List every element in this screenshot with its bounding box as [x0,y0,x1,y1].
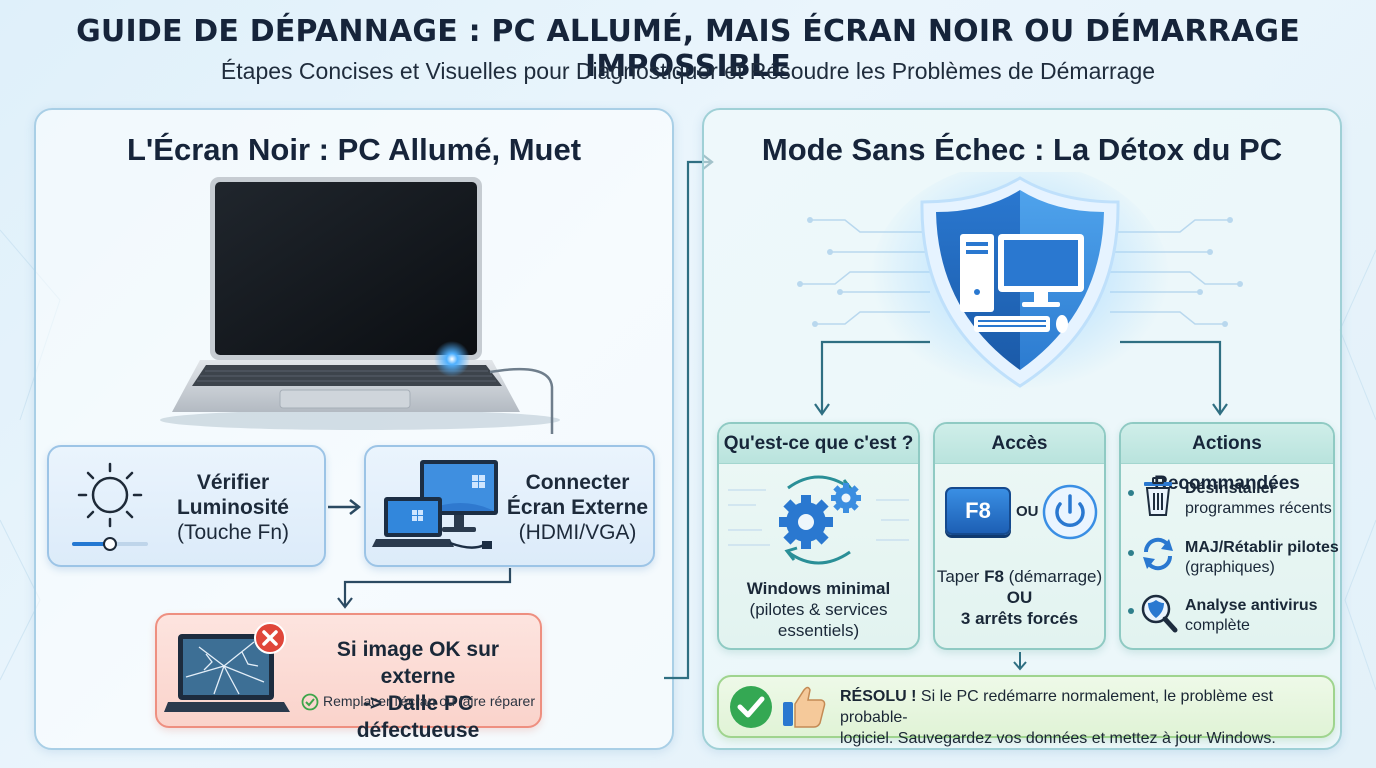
action-item-3-bold: Analyse antivirus [1185,597,1318,614]
check-brightness-card [47,445,326,567]
access-line1: Taper F8 (démarrage) [935,566,1104,587]
check-brightness-text: Vérifier Luminosité (Touche Fn) [158,470,308,545]
recommended-actions-header: Actions Recommandées [1121,424,1333,494]
resolved-bold: RÉSOLU ! [840,688,917,705]
laptop-monitor-icon [372,460,498,549]
action-item-2-bold: MAJ/Rétablir pilotes [1185,539,1339,556]
f8-key: F8 [945,487,1011,535]
connector-arrow [337,568,512,609]
what-is-it-text: Windows minimal (pilotes & services esse… [719,578,918,641]
refresh-icon [1143,537,1173,571]
branch-arrows [814,340,1228,416]
gears-icon [728,475,909,565]
laptop-icon [160,177,560,434]
access-line2: OU [1006,588,1033,607]
check-brightness-line2: Luminosité [176,496,289,519]
page-subtitle: Étapes Concises et Visuelles pour Diagno… [220,58,1156,84]
defective-screen-text: Si image OK sur externe -> Dalle PC défe… [300,636,536,744]
defective-screen-line2: -> Dalle PC défectueuse [356,692,480,742]
access-header: Accès [935,424,1104,464]
action-item-1-bold: Désinstaller [1185,480,1276,497]
action-item-1: Désinstaller programmes récents [1185,479,1332,519]
bullet-icon [1128,608,1134,614]
shield-computer-icon [797,172,1243,402]
access-line1-key: F8 [984,567,1004,586]
access-text: Taper F8 (démarrage) OU 3 arrêts forcés [935,566,1104,629]
connect-external-line1: Connecter [525,471,630,494]
magnifier-shield-icon [1141,594,1178,633]
access-or-label: OU [1016,503,1039,520]
arrow-right-icon [328,499,362,515]
access-line3: 3 arrêts forcés [960,609,1079,628]
resolved-line1: RÉSOLU ! Si le PC redémarre normalement,… [840,686,1335,728]
arrow-down-icon [1013,652,1027,671]
connect-external-line3: (HDMI/VGA) [518,521,637,544]
resolved-line2: logiciel. Sauvegardez vos données et met… [840,730,1276,747]
check-icon [730,686,772,728]
bullet-icon [1128,490,1134,496]
thumbs-up-icon [783,686,826,728]
safe-mode-title: Mode Sans Échec : La Détox du PC [761,132,1283,167]
action-item-2: MAJ/Rétablir pilotes (graphiques) [1185,538,1339,578]
power-icon [1042,484,1098,540]
trash-icon [1144,477,1172,516]
connect-external-line2: Écran Externe [506,496,649,519]
action-item-3-text: complète [1185,617,1250,634]
access-line1-prefix: Taper [936,567,985,586]
bullet-icon [1128,550,1134,556]
what-is-it-header: Qu'est-ce que c'est ? [719,424,918,464]
what-is-it-line2: essentiels) [777,621,860,640]
check-brightness-line1: Vérifier [196,471,270,494]
what-is-it-bold: Windows minimal [746,579,891,598]
broken-screen-icon [164,622,290,712]
what-is-it-line1: (pilotes & services [749,600,888,619]
resolved-line1-text: Si le PC redémarre normalement, le probl… [840,688,1274,726]
defective-screen-line1: Si image OK sur externe [336,638,500,688]
repair-note: Remplacer l'écran ou faire réparer [323,693,535,709]
sun-brightness-icon [72,462,148,551]
action-item-2-text: (graphiques) [1185,559,1275,576]
black-screen-title: L'Écran Noir : PC Allumé, Muet [126,132,582,167]
connect-external-text: Connecter Écran Externe (HDMI/VGA) [505,470,650,545]
access-line1-suffix: (démarrage) [1003,567,1103,586]
resolved-text: RÉSOLU ! Si le PC redémarre normalement,… [840,686,1335,749]
check-circle-icon [301,693,319,711]
action-item-3: Analyse antivirus complète [1185,596,1318,636]
check-brightness-line3: (Touche Fn) [176,521,290,544]
page-title: GUIDE DE DÉPANNAGE : PC ALLUMÉ, MAIS ÉCR… [76,14,1300,84]
action-item-1-text: programmes récents [1185,500,1332,517]
